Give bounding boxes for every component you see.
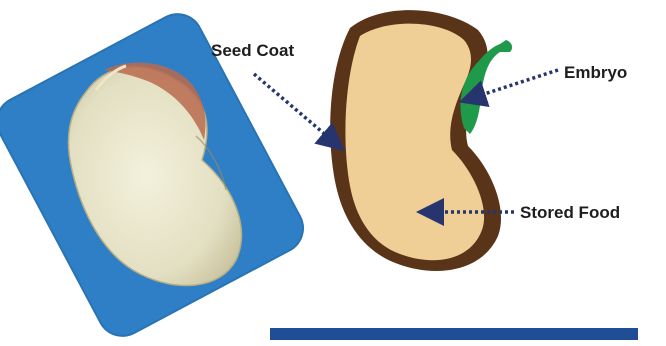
embryo-label: Embryo <box>564 63 627 83</box>
bottom-banner <box>270 328 638 340</box>
seed-coat-label: Seed Coat <box>211 41 294 61</box>
stored-food-label: Stored Food <box>520 203 620 223</box>
seed-coat-arrow <box>254 74 334 142</box>
